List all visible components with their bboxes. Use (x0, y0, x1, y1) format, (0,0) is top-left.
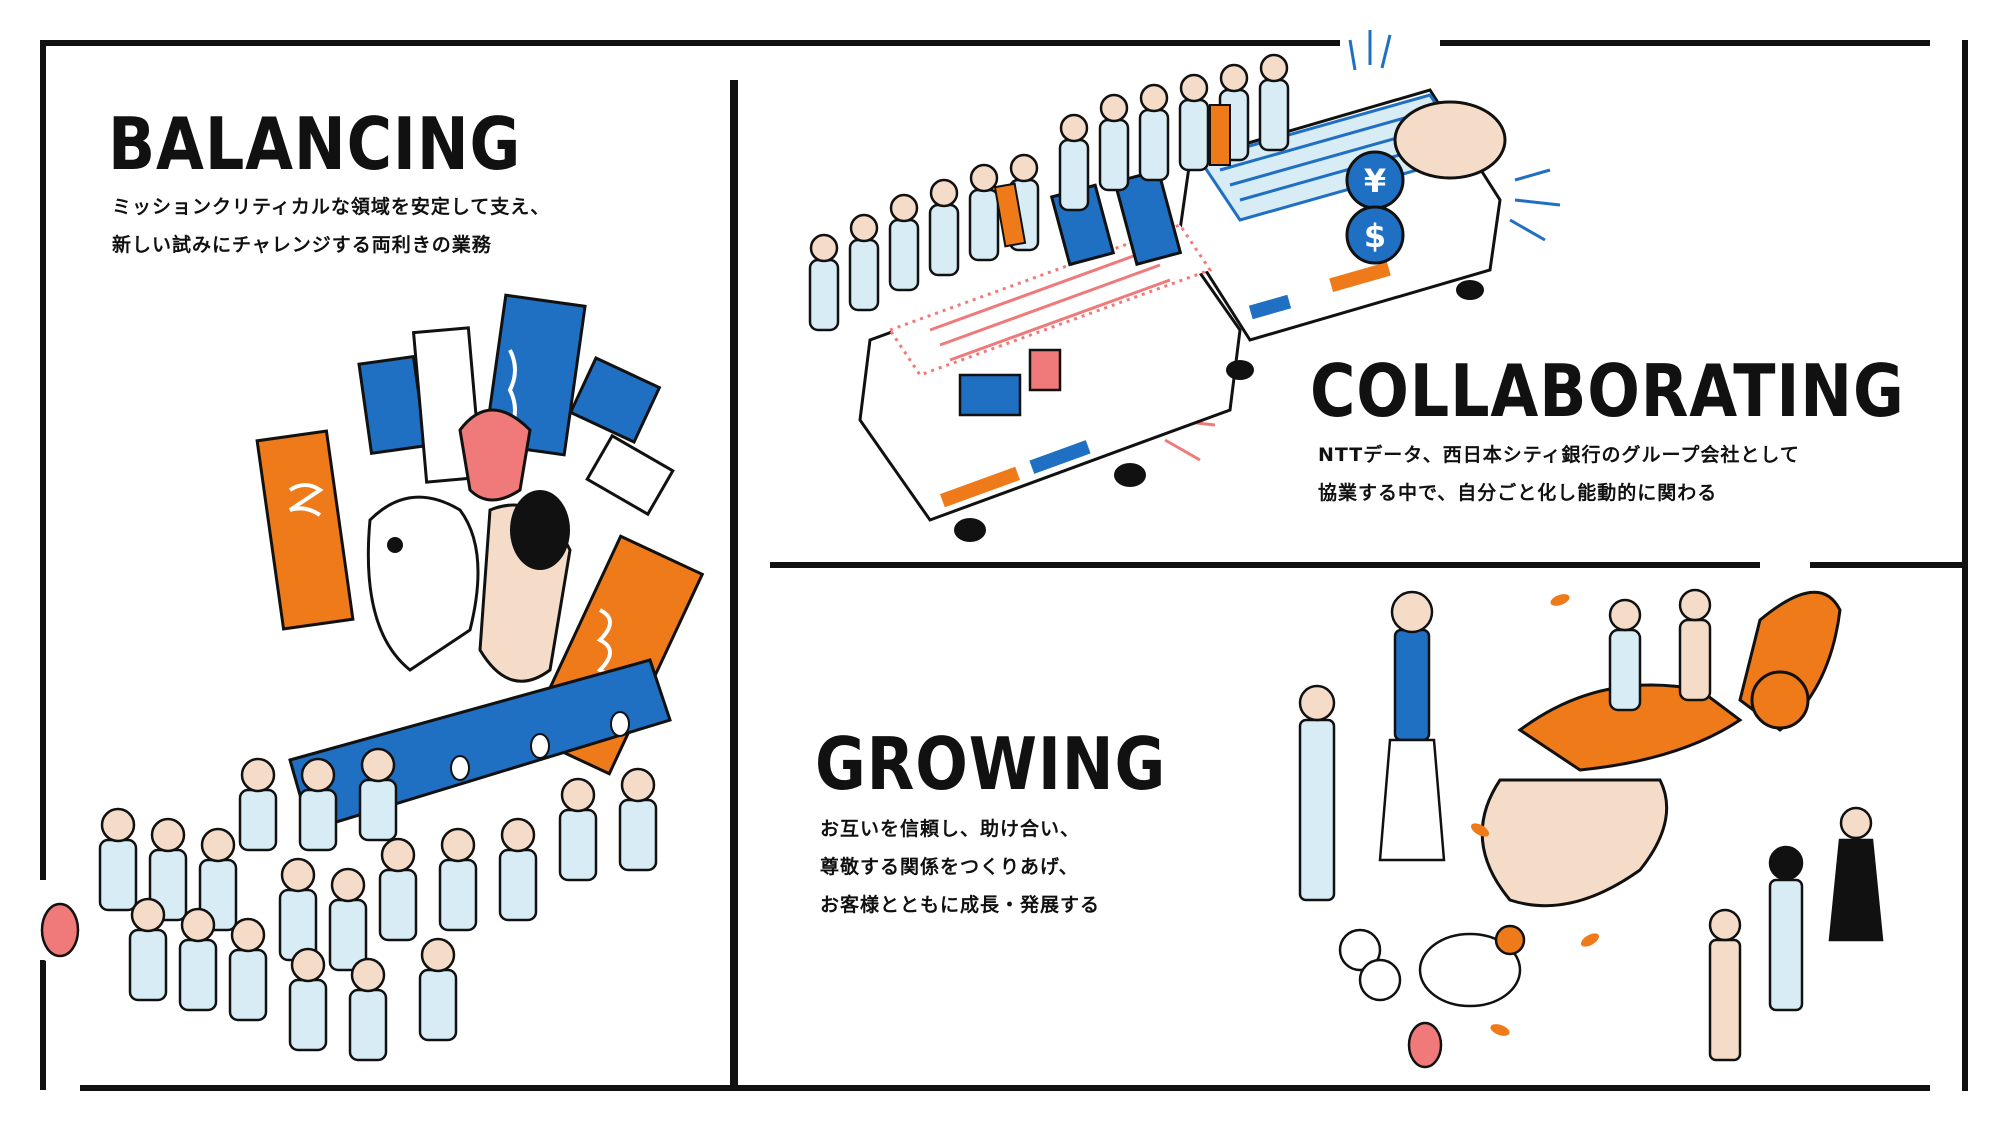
festival-float-illustration (40, 293, 705, 1062)
frame-left (40, 40, 46, 880)
frame-divider-horizontal-right (1810, 562, 1968, 568)
balancing-description: ミッションクリティカルな領域を安定して支え、 新しい試みにチャレンジする両利きの… (112, 188, 550, 264)
frame-divider-horizontal-left (770, 562, 1760, 568)
growing-line-1: お互いを信頼し、助け合い、 (820, 818, 1081, 840)
collaborating-title: COLLABORATING (1310, 349, 1905, 433)
growing-line-2: 尊敬する関係をつくりあげ、 (820, 856, 1079, 878)
frame-left-lower (40, 960, 46, 1090)
frame-top-right (1440, 40, 1930, 46)
balancing-line-2: 新しい試みにチャレンジする両利きの業務 (112, 234, 492, 256)
collaborating-line-1: NTTデータ、西日本シティ銀行のグループ会社として (1318, 444, 1800, 466)
growing-title: GROWING (815, 722, 1167, 806)
frame-top-left (40, 40, 1340, 46)
frame-divider-vertical (730, 80, 738, 1091)
collaborating-line-2: 協業する中で、自分ごと化し能動的に関わる (1318, 482, 1718, 504)
collaborating-description: NTTデータ、西日本シティ銀行のグループ会社として 協業する中で、自分ごと化し能… (1318, 436, 1800, 512)
buses-illustration: ¥ $ (808, 30, 1561, 542)
frame-bottom (80, 1085, 1930, 1091)
growing-description: お互いを信頼し、助け合い、 尊敬する関係をつくりあげ、 お客様とともに成長・発展… (820, 810, 1100, 924)
red-mascot-left (40, 896, 94, 964)
balancing-title: BALANCING (108, 102, 522, 186)
growing-line-3: お客様とともに成長・発展する (820, 894, 1101, 916)
coin-dollar-symbol: $ (1364, 217, 1386, 255)
balancing-line-1: ミッションクリティカルな領域を安定して支え、 (112, 196, 551, 218)
phoenix-illustration (1298, 588, 1884, 1069)
coin-yen-symbol: ¥ (1364, 162, 1386, 200)
